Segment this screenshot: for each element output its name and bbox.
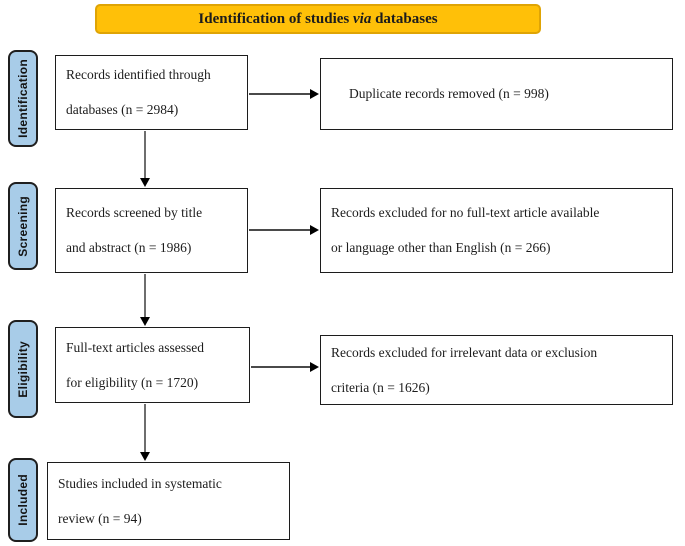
stage-label-screening: Screening xyxy=(8,182,38,270)
arrow-head-right-icon xyxy=(310,225,319,235)
stage-label-eligibility: Eligibility xyxy=(8,320,38,418)
arrow-head-right-icon xyxy=(310,362,319,372)
box-studies-included-line1: Studies included in systematic xyxy=(58,475,222,491)
box-duplicates-removed: Duplicate records removed (n = 998) xyxy=(320,58,673,130)
arrow-assessed-to-included xyxy=(140,404,150,461)
box-records-excluded-criteria-line1: Records excluded for irrelevant data or … xyxy=(331,344,598,360)
title-banner: Identification of studies via databases xyxy=(95,4,541,34)
box-records-identified: Records identified through databases (n … xyxy=(55,55,248,130)
title-banner-text-italic: via xyxy=(353,10,372,27)
box-records-identified-line1: Records identified through xyxy=(66,67,211,83)
arrow-assessed-to-excluded xyxy=(251,362,319,372)
box-records-screened-line1: Records screened by title xyxy=(66,205,203,221)
arrow-head-down-icon xyxy=(140,452,150,461)
arrow-shaft xyxy=(144,131,146,179)
title-banner-text-prefix: Identification of studies xyxy=(198,10,353,27)
box-records-excluded-fulltext-line1: Records excluded for no full-text articl… xyxy=(331,205,600,221)
stage-label-identification: Identification xyxy=(8,50,38,147)
stage-label-identification-text: Identification xyxy=(16,59,30,138)
box-studies-included: Studies included in systematic review (n… xyxy=(47,462,290,540)
box-fulltext-assessed-line1: Full-text articles assessed xyxy=(66,339,204,355)
stage-label-screening-text: Screening xyxy=(16,195,30,257)
arrow-shaft xyxy=(249,229,311,231)
arrow-shaft xyxy=(251,366,311,368)
stage-label-included: Included xyxy=(8,458,38,542)
stage-label-eligibility-text: Eligibility xyxy=(16,340,30,398)
arrow-shaft xyxy=(249,93,311,95)
arrow-screened-to-excluded xyxy=(249,225,319,235)
box-records-identified-line2: databases (n = 2984) xyxy=(66,102,179,117)
arrow-identified-to-screened xyxy=(140,131,150,187)
title-banner-text-suffix: databases xyxy=(371,10,438,27)
box-fulltext-assessed-line2: for eligibility (n = 1720) xyxy=(66,374,199,390)
arrow-identified-to-duplicates xyxy=(249,89,319,99)
box-fulltext-assessed: Full-text articles assessed for eligibil… xyxy=(55,327,250,403)
box-duplicates-removed-line1: Duplicate records removed (n = 998) xyxy=(349,86,549,102)
arrow-shaft xyxy=(144,404,146,453)
arrow-head-down-icon xyxy=(140,178,150,187)
box-records-excluded-criteria-line2: criteria (n = 1626) xyxy=(331,379,430,395)
box-studies-included-line2: review (n = 94) xyxy=(58,510,142,526)
box-records-excluded-criteria: Records excluded for irrelevant data or … xyxy=(320,335,673,405)
arrow-screened-to-assessed xyxy=(140,274,150,326)
box-records-screened-line2: and abstract (n = 1986) xyxy=(66,240,192,255)
arrow-shaft xyxy=(144,274,146,318)
box-records-excluded-fulltext: Records excluded for no full-text articl… xyxy=(320,188,673,273)
stage-label-included-text: Included xyxy=(16,474,30,526)
arrow-head-down-icon xyxy=(140,317,150,326)
arrow-head-right-icon xyxy=(310,89,319,99)
box-records-excluded-fulltext-line2: or language other than English (n = 266) xyxy=(331,240,551,255)
box-records-screened: Records screened by title and abstract (… xyxy=(55,188,248,273)
